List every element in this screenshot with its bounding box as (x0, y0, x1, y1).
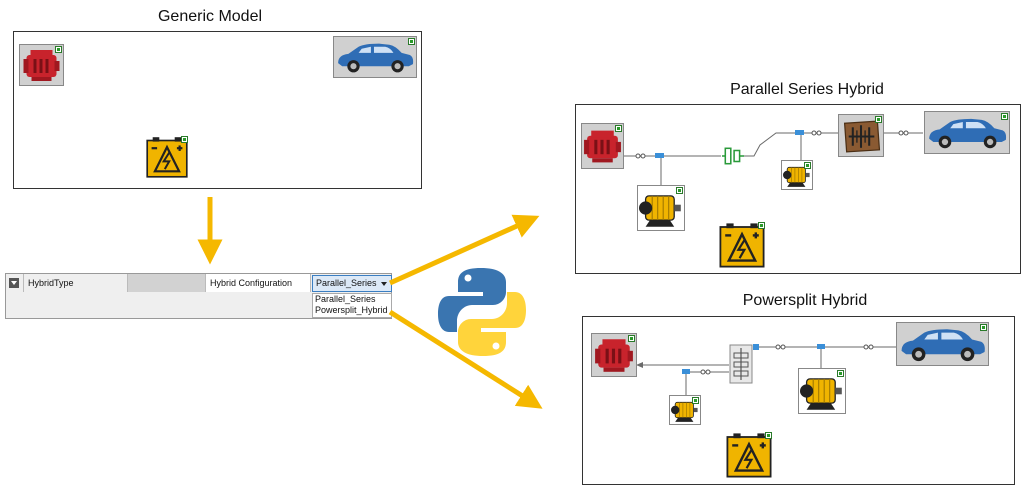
parallel-engine-block[interactable] (581, 123, 624, 169)
model-flag-icon (837, 370, 844, 377)
generic-engine-block[interactable] (19, 44, 64, 86)
powersplit-battery-block[interactable] (725, 431, 773, 479)
configuration-label-cell: Hybrid Configuration (206, 274, 311, 292)
powersplit-vehicle-block[interactable] (896, 322, 989, 366)
model-flag-icon (804, 162, 811, 169)
model-flag-icon (692, 397, 699, 404)
option-powersplit-hybrid[interactable]: Powersplit_Hybrid (315, 305, 388, 315)
selected-option: Parallel_Series (316, 278, 377, 288)
option-parallel-series[interactable]: Parallel_Series (315, 294, 376, 304)
model-flag-icon (765, 432, 772, 439)
parallel-gearbox-block[interactable] (838, 114, 884, 157)
hybrid-type-parameter-row: HybridType Hybrid Configuration Parallel… (5, 273, 392, 319)
powersplit-motor-large-block[interactable] (798, 368, 846, 414)
parallel-motor-large-block[interactable] (637, 185, 685, 231)
python-logo-icon (438, 268, 526, 356)
row-expander-cell[interactable] (6, 274, 24, 292)
car-icon (925, 112, 1009, 153)
parameter-name-cell: HybridType (24, 274, 128, 292)
parallel-wiring (623, 130, 923, 185)
parallel-vehicle-block[interactable] (924, 111, 1010, 154)
powersplit-motor-small-block[interactable] (669, 395, 701, 425)
model-flag-icon (55, 46, 62, 53)
arrow-to-parallel (388, 214, 540, 286)
model-flag-icon (615, 125, 622, 132)
powersplit-title: Powersplit Hybrid (742, 292, 868, 309)
car-icon (334, 37, 416, 77)
model-flag-icon (676, 187, 683, 194)
model-flag-icon (758, 222, 765, 229)
generic-battery-block[interactable] (145, 135, 189, 179)
hybrid-configuration-select[interactable]: Parallel_Series (312, 275, 392, 292)
parallel-series-title: Parallel Series Hybrid (730, 81, 884, 98)
parallel-battery-block[interactable] (718, 221, 766, 269)
hybrid-configuration-options: Parallel_Series Powersplit_Hybrid (312, 293, 392, 318)
model-flag-icon (408, 38, 415, 45)
empty-value-cell (128, 274, 206, 292)
clutch-icon (722, 145, 744, 167)
planetary-gear-icon (729, 343, 753, 385)
model-flag-icon (181, 136, 188, 143)
generic-model-title: Generic Model (157, 8, 263, 25)
car-icon (897, 323, 988, 365)
powersplit-panel (582, 316, 1015, 485)
model-flag-icon (980, 324, 987, 331)
generic-vehicle-block[interactable] (333, 36, 417, 78)
parallel-motor-small-block[interactable] (781, 160, 813, 190)
arrow-to-powersplit (388, 309, 543, 409)
expand-arrow-icon[interactable] (9, 278, 19, 288)
powersplit-planetary-block[interactable] (729, 343, 753, 385)
model-flag-icon (875, 116, 882, 123)
parallel-clutch-block[interactable] (722, 145, 744, 167)
dropdown-arrow-icon[interactable] (381, 282, 387, 286)
model-flag-icon (1001, 113, 1008, 120)
parallel-series-panel (575, 104, 1021, 274)
powersplit-engine-block[interactable] (591, 333, 637, 377)
generic-model-panel (13, 31, 422, 189)
model-flag-icon (628, 335, 635, 342)
